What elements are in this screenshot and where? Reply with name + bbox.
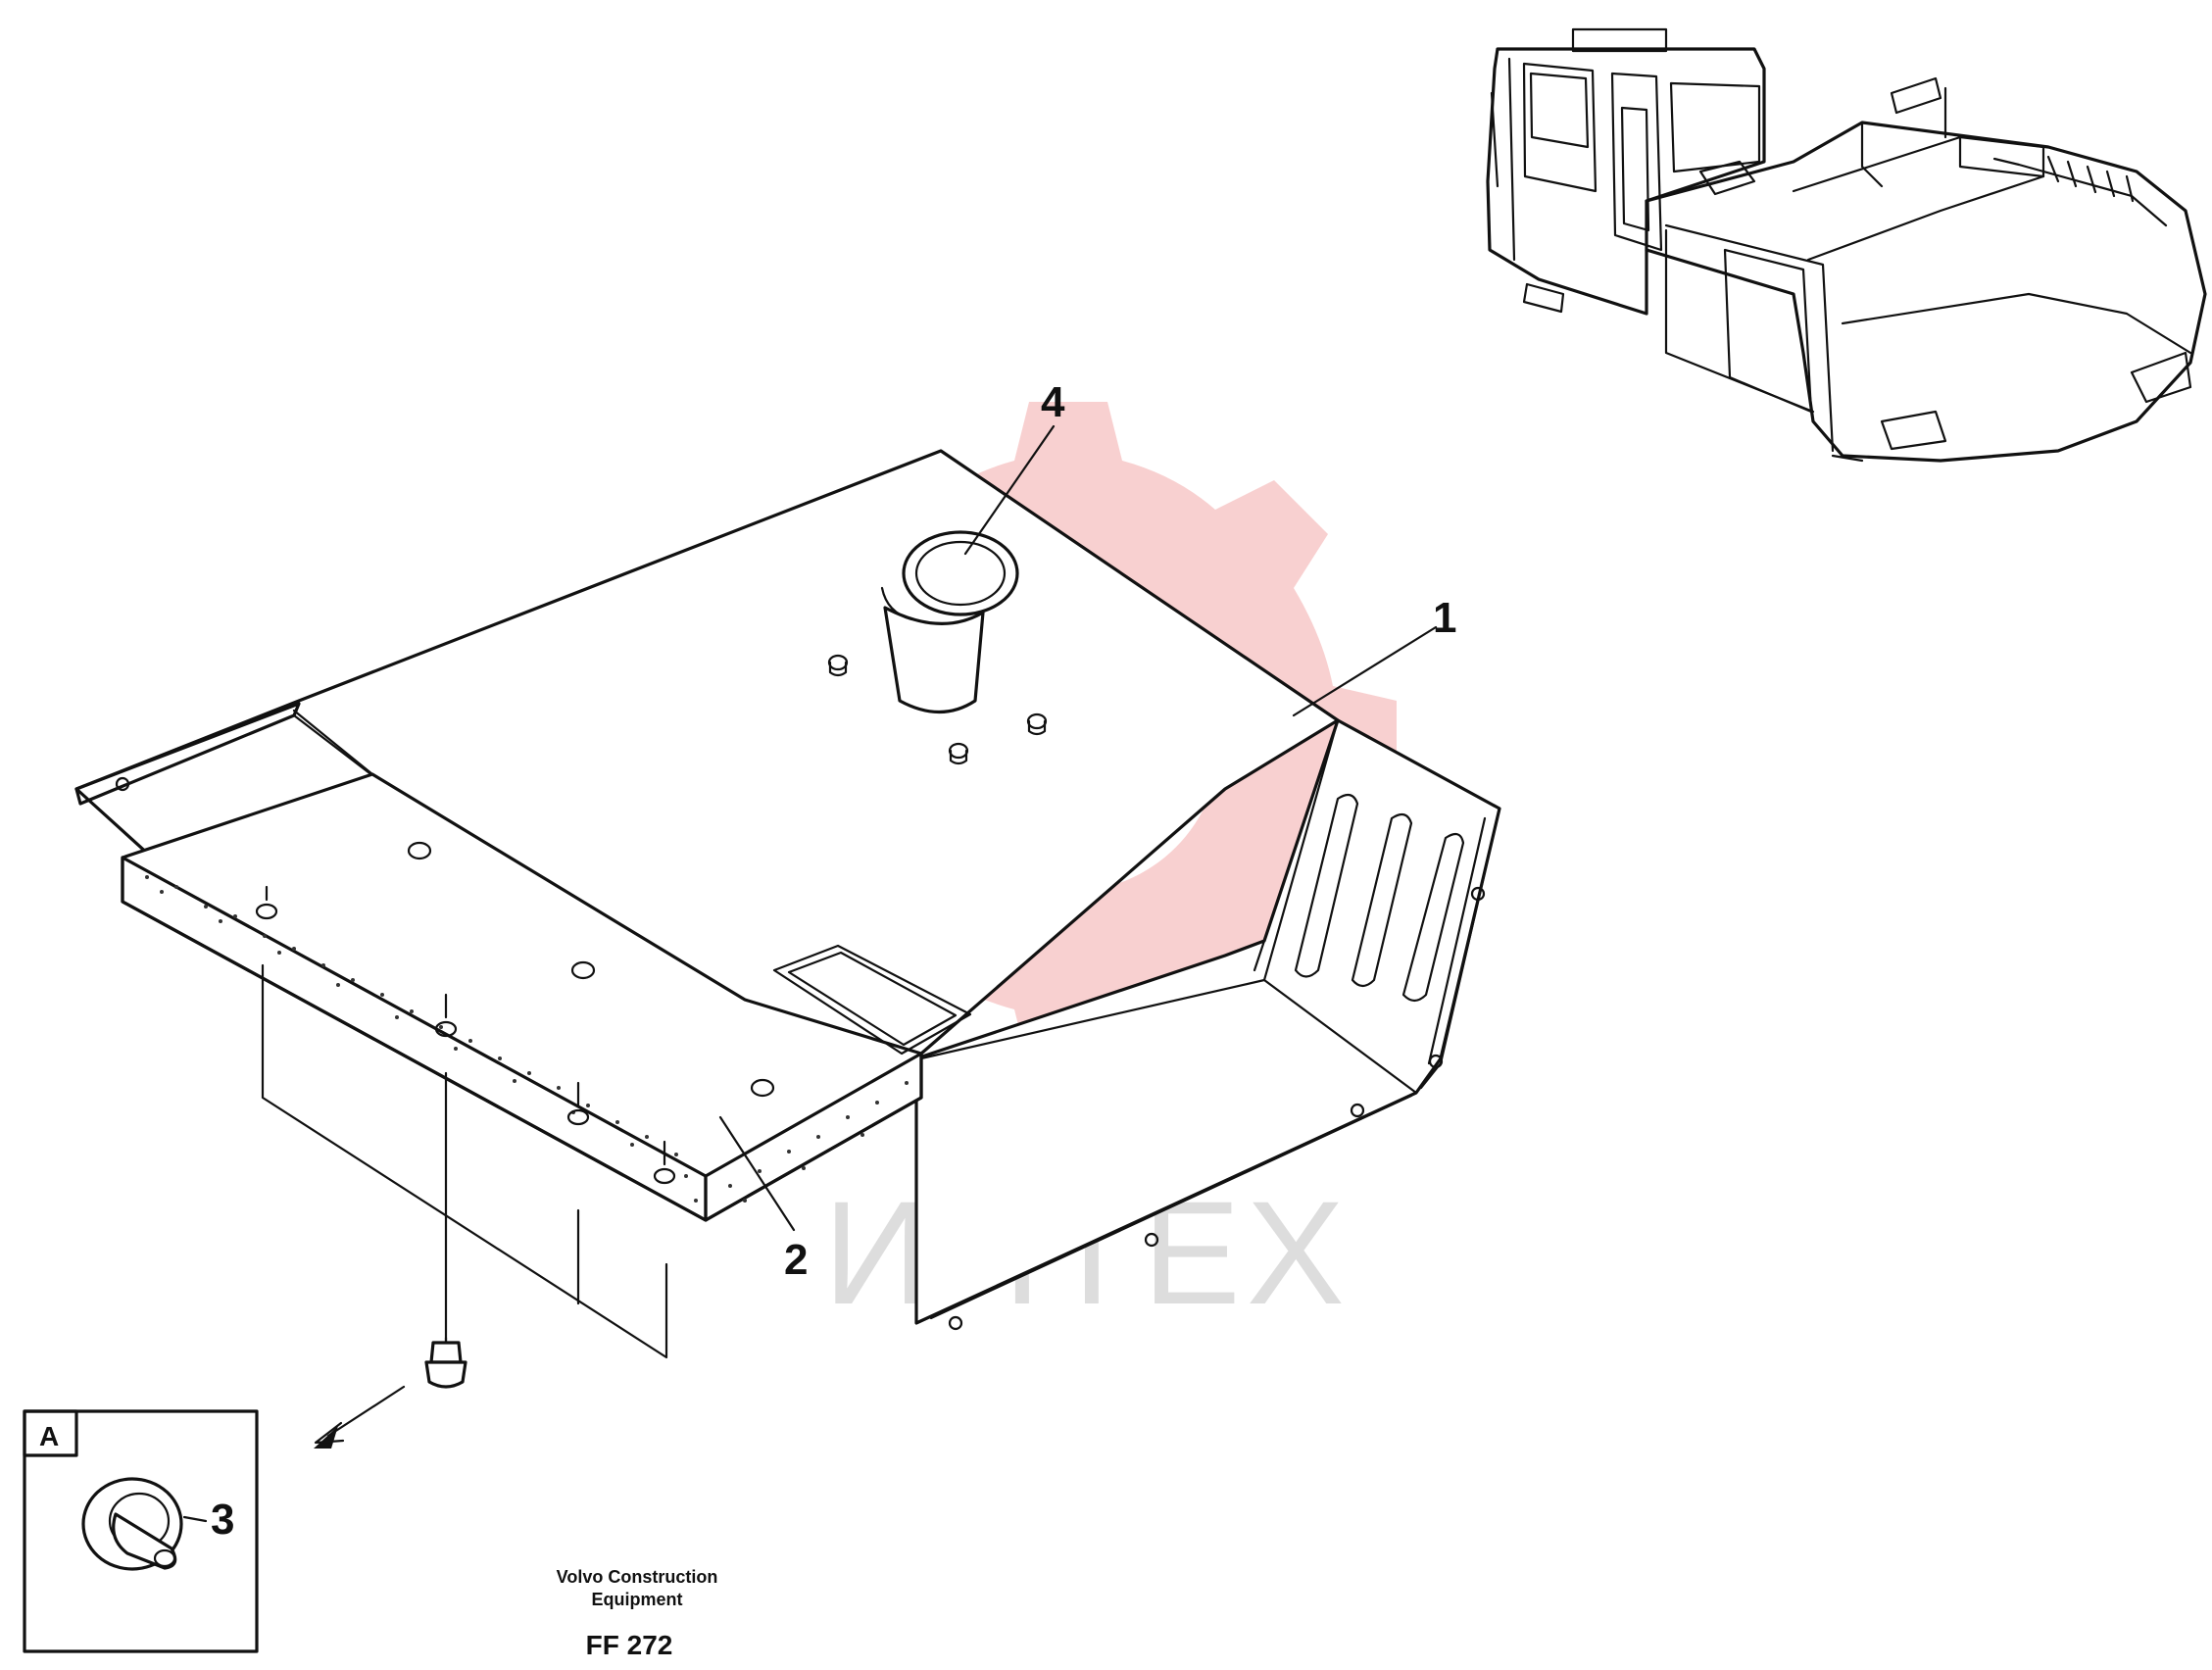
foam-texture xyxy=(145,875,909,1203)
grommet-detail xyxy=(81,1477,183,1571)
drawing-code: FF 272 xyxy=(586,1630,673,1660)
panel-assembly xyxy=(74,449,1501,1389)
detail-view-label: A xyxy=(39,1421,59,1451)
callout-part-1: 1 xyxy=(1433,594,1456,642)
detail-view-a: A xyxy=(23,1409,259,1653)
drawing-caption: Volvo Construction Equipment FF 272 xyxy=(557,1567,718,1660)
caption-line-1: Volvo Construction xyxy=(557,1567,718,1587)
stud-bolts xyxy=(827,654,1048,765)
leader-lines xyxy=(182,424,1438,1523)
callout-part-2: 2 xyxy=(784,1236,808,1284)
rubber-stud xyxy=(424,1336,467,1389)
caption-line-2: Equipment xyxy=(592,1590,683,1609)
grommet-boot xyxy=(880,530,1019,714)
excavator-thumbnail xyxy=(1486,27,2207,463)
callout-part-4: 4 xyxy=(1041,378,1065,426)
callout-part-3: 3 xyxy=(211,1496,234,1544)
